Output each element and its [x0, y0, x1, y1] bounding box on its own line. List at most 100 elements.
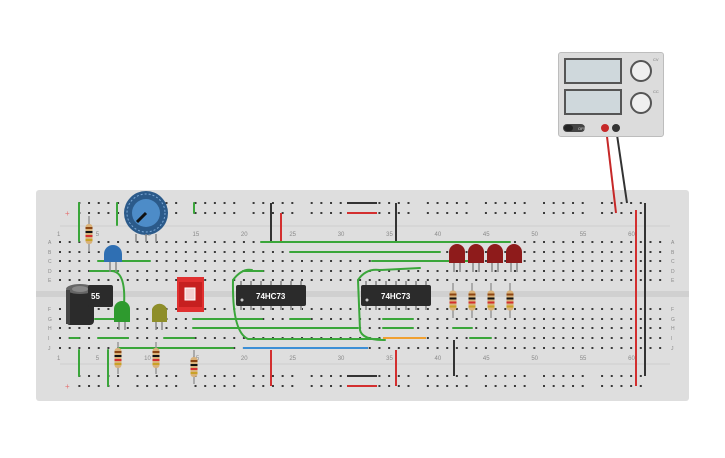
- column-number: 60: [628, 232, 635, 238]
- chip-pin: [375, 305, 377, 310]
- flipflop-chip-1[interactable]: 74HC73: [236, 281, 306, 310]
- voltage-knob[interactable]: [630, 60, 652, 82]
- column-number: 50: [531, 356, 538, 362]
- supply-lead-positive[interactable]: [605, 127, 617, 214]
- power-switch-label: OFF: [578, 126, 586, 131]
- column-number: 20: [241, 232, 248, 238]
- column-number: 60: [628, 356, 635, 362]
- chip-pin: [260, 305, 262, 310]
- row-letter: E: [48, 278, 52, 284]
- led-red[interactable]: [487, 244, 503, 272]
- column-number: 1: [57, 356, 61, 362]
- row-letter: I: [671, 336, 672, 342]
- column-number: 5: [96, 356, 100, 362]
- led-red[interactable]: [506, 244, 522, 272]
- row-letter: J: [48, 346, 51, 352]
- resistor[interactable]: [114, 342, 122, 374]
- timer-chip-label: 55: [91, 292, 100, 301]
- resistor[interactable]: [506, 283, 514, 318]
- led-red[interactable]: [449, 244, 465, 272]
- rail-plus-label-bottom: +: [65, 382, 70, 391]
- row-letter: A: [48, 240, 52, 246]
- resistor[interactable]: [152, 342, 160, 374]
- column-number: 35: [386, 232, 393, 238]
- power-switch[interactable]: [563, 124, 585, 132]
- voltage-knob-caption: CV: [653, 57, 659, 62]
- row-letter: G: [671, 317, 675, 323]
- column-number: 10: [144, 356, 151, 362]
- column-number: 20: [241, 356, 248, 362]
- supply-lead-negative[interactable]: [615, 127, 628, 204]
- row-letter: I: [48, 336, 49, 342]
- electrolytic-capacitor[interactable]: [66, 284, 94, 325]
- column-number: 55: [580, 232, 587, 238]
- led-red[interactable]: [468, 244, 484, 272]
- flipflop-chip-2[interactable]: 74HC73: [361, 281, 431, 310]
- chip-pin: [395, 305, 397, 310]
- chip-pin: [240, 305, 242, 310]
- chip-pin: [405, 305, 407, 310]
- current-knob[interactable]: [630, 92, 652, 114]
- chip-pin: [415, 305, 417, 310]
- resistor[interactable]: [190, 350, 198, 384]
- chip-pin: [280, 305, 282, 310]
- resistor-group[interactable]: [85, 216, 514, 384]
- row-letter: G: [48, 317, 52, 323]
- chip-pin: [415, 281, 417, 286]
- flipflop-chip-1-label: 74HC73: [256, 292, 286, 301]
- row-letter: C: [48, 259, 52, 265]
- chip-pin: [375, 281, 377, 286]
- column-number: 1: [57, 232, 61, 238]
- red-led-group[interactable]: [449, 244, 522, 272]
- column-number: 40: [435, 356, 442, 362]
- column-number: 25: [289, 356, 296, 362]
- resistor[interactable]: [449, 283, 457, 318]
- chip-pin: [365, 281, 367, 286]
- power-supply[interactable]: CV CC OFF: [558, 52, 664, 137]
- row-letter: C: [671, 259, 675, 265]
- chip-pin: [385, 305, 387, 310]
- column-number: 50: [531, 232, 538, 238]
- column-number: 40: [435, 232, 442, 238]
- push-button[interactable]: [177, 277, 204, 312]
- potentiometer[interactable]: [124, 191, 168, 242]
- row-letter: H: [671, 326, 675, 332]
- chip-pin: [365, 305, 367, 310]
- chip-pin: [240, 281, 242, 286]
- resistor[interactable]: [468, 283, 476, 318]
- row-letter: B: [48, 250, 52, 256]
- chip-pin: [425, 281, 427, 286]
- positive-terminal[interactable]: [601, 124, 609, 132]
- column-number: 45: [483, 232, 490, 238]
- resistor[interactable]: [85, 216, 93, 252]
- chip-pin: [395, 281, 397, 286]
- row-letter: E: [671, 278, 675, 284]
- chip-pin: [385, 281, 387, 286]
- row-letter: A: [671, 240, 675, 246]
- column-number: 55: [580, 356, 587, 362]
- column-number: 5: [96, 232, 100, 238]
- resistor[interactable]: [487, 283, 495, 318]
- rail-plus-label-top: +: [65, 209, 70, 218]
- negative-terminal[interactable]: [612, 124, 620, 132]
- row-letter: F: [671, 307, 674, 313]
- power-rail-jumpers[interactable]: [270, 202, 646, 387]
- chip-pin: [425, 305, 427, 310]
- led-yellow[interactable]: [152, 303, 167, 330]
- column-number: 30: [338, 232, 345, 238]
- chip-pin: [280, 281, 282, 286]
- column-number: 35: [386, 356, 393, 362]
- led-green[interactable]: [114, 301, 130, 330]
- chip-pin: [250, 305, 252, 310]
- column-number: 15: [193, 232, 200, 238]
- timer-chip-555[interactable]: 55: [88, 285, 113, 307]
- row-letter: D: [48, 269, 52, 275]
- column-number: 30: [338, 356, 345, 362]
- current-display: [564, 89, 622, 115]
- led-blue[interactable]: [104, 245, 122, 272]
- chip-pin: [300, 281, 302, 286]
- chip-pin: [270, 305, 272, 310]
